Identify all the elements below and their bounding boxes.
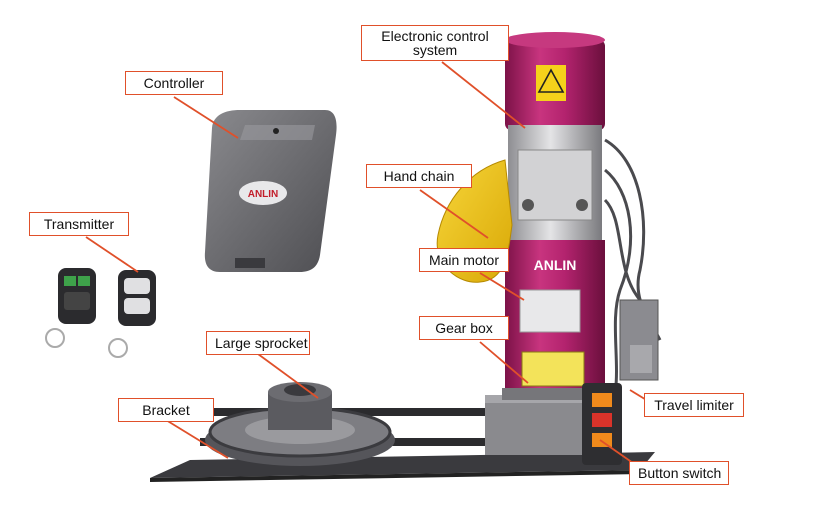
controller-device <box>204 110 337 272</box>
transmitter-remote-1 <box>45 268 96 348</box>
label-electronic-control-system: Electronic control system <box>361 25 509 61</box>
label-gear-box: Gear box <box>419 316 509 340</box>
gear-box-base <box>485 395 595 455</box>
callout-leaders <box>85 61 654 464</box>
label-bracket: Bracket <box>118 398 214 422</box>
travel-limiter <box>619 299 659 381</box>
label-hand-chain: Hand chain <box>366 164 472 188</box>
bracket-plate <box>150 452 655 482</box>
label-main-motor: Main motor <box>419 248 509 272</box>
transmitter-remote-2 <box>108 270 156 358</box>
motor-logo: ANLIN <box>534 257 577 273</box>
label-large-sprocket: Large sprocket <box>206 331 310 355</box>
label-travel-limiter: Travel limiter <box>644 393 744 417</box>
large-sprocket <box>205 382 395 466</box>
button-switch-box <box>582 383 622 465</box>
warning-sticker <box>536 65 566 101</box>
electronic-control-unit <box>517 149 593 221</box>
label-controller: Controller <box>125 71 223 95</box>
label-transmitter: Transmitter <box>29 212 129 236</box>
controller-logo: ANLIN <box>248 189 279 200</box>
label-button-switch: Button switch <box>629 461 729 485</box>
